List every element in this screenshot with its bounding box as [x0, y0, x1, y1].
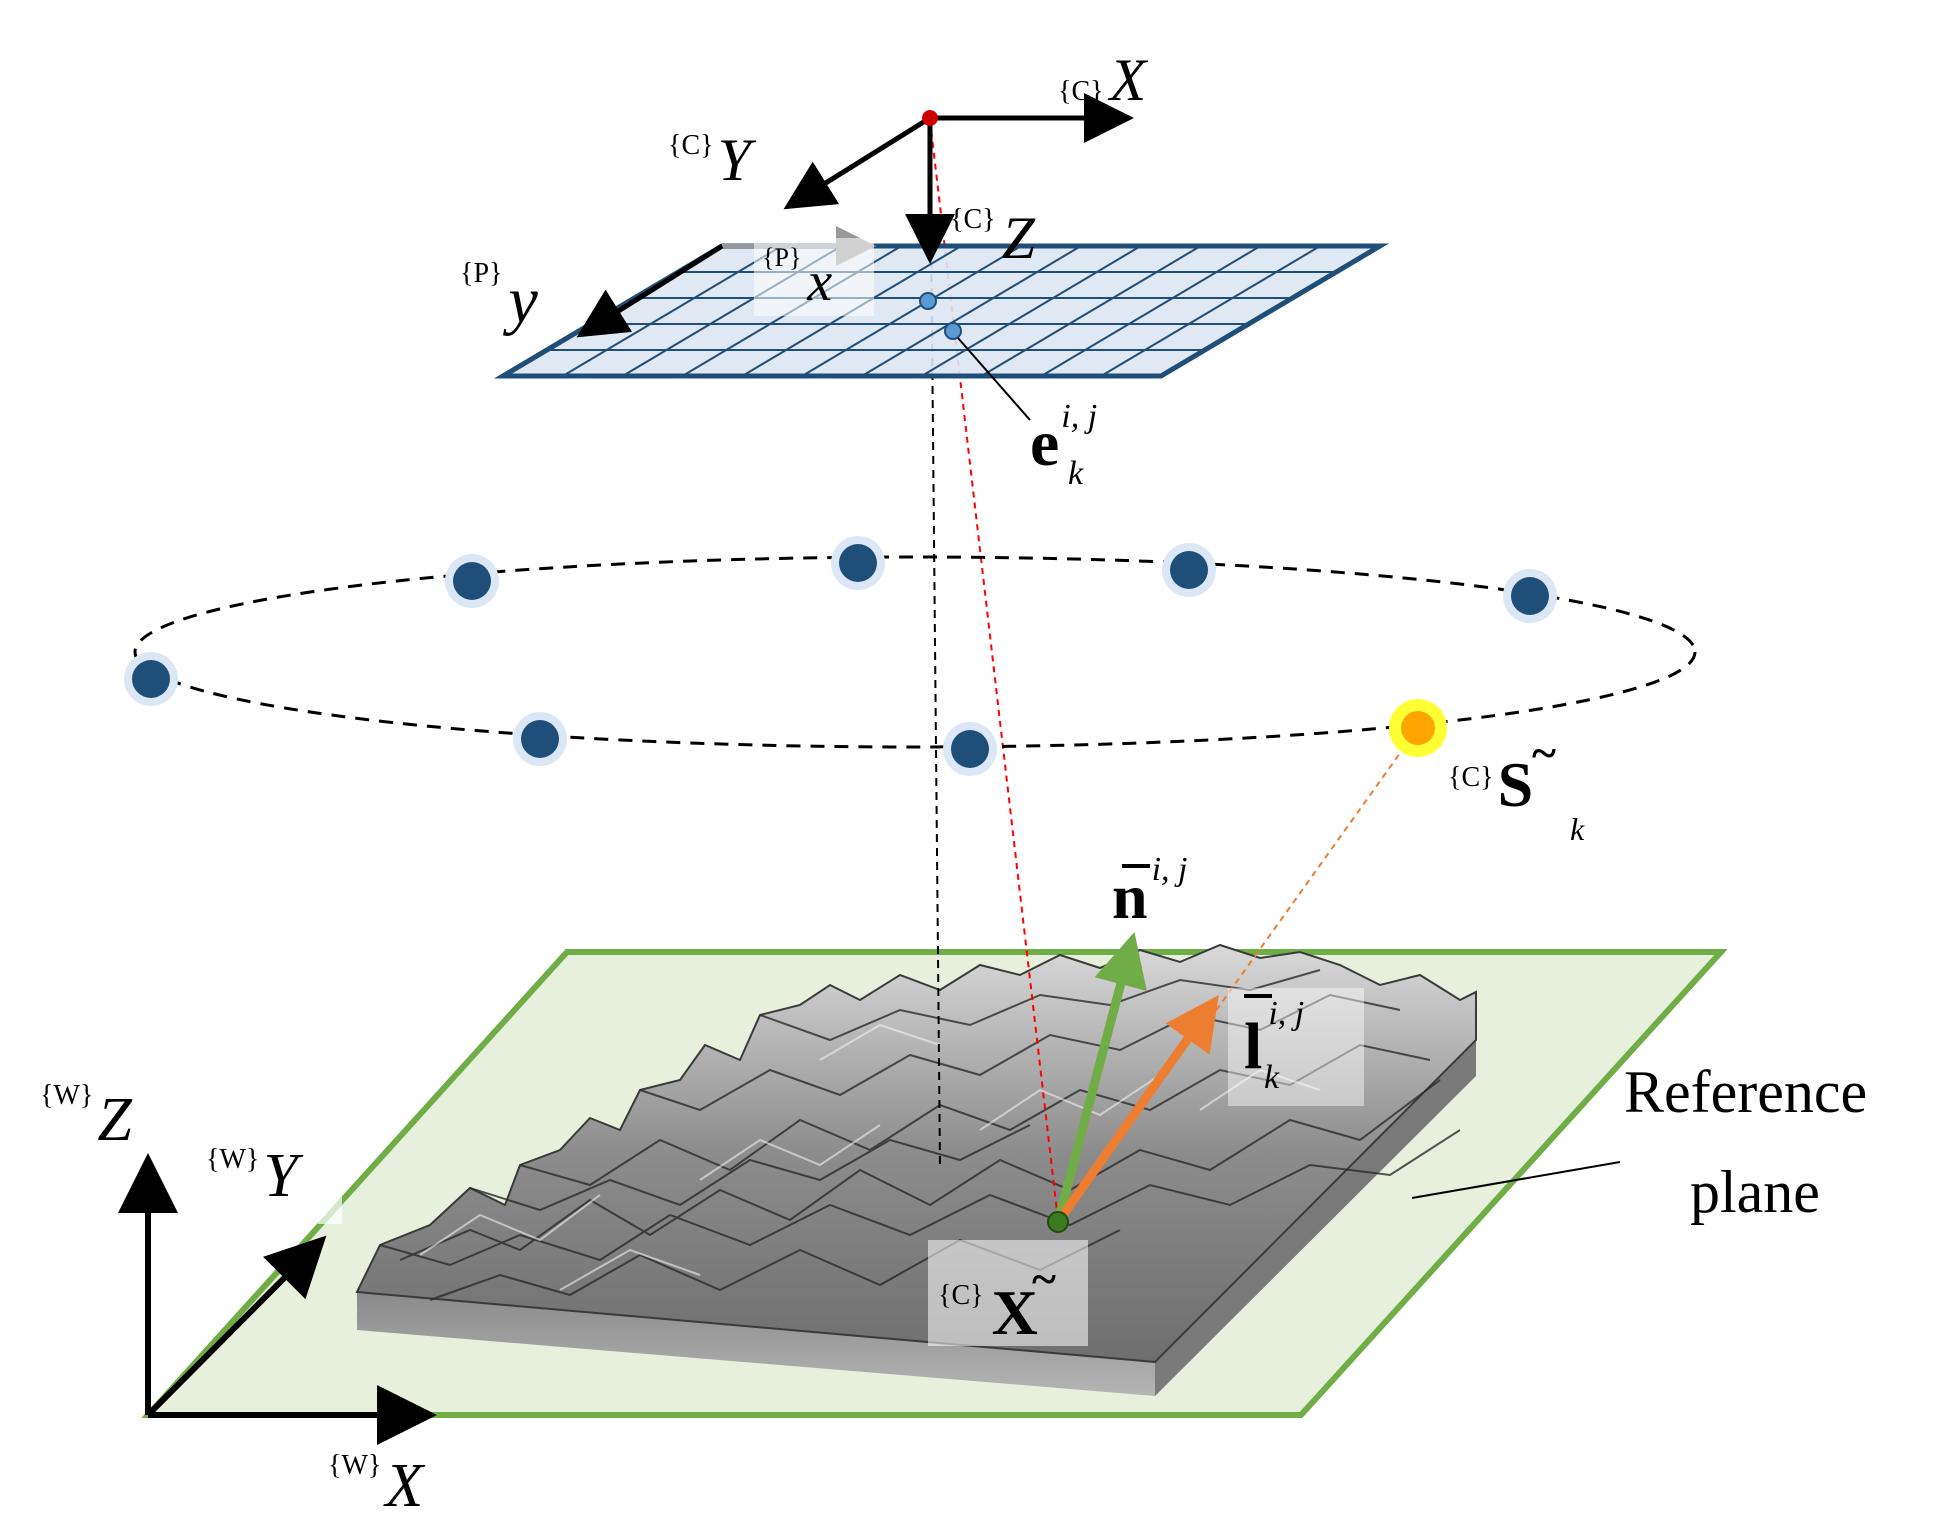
light-source-icon — [943, 722, 997, 776]
image-x-label: {P}x — [762, 243, 832, 313]
light-ring — [133, 555, 1697, 749]
reference-plane-leader — [1411, 1161, 1621, 1199]
image-grid-line — [921, 245, 1142, 377]
image-y-axis — [576, 243, 724, 338]
light-dir-label-sub: k — [1264, 1059, 1280, 1096]
image-grid-line — [562, 245, 783, 377]
camera-origin-icon — [922, 110, 938, 126]
surface-point-label-accent: ~ — [1032, 1253, 1056, 1304]
camera-y-label: {C}Y — [668, 127, 757, 193]
camera-z-label: {C}Z — [950, 204, 1036, 271]
light-source-icon — [513, 712, 567, 766]
principal-point — [919, 292, 937, 310]
camera-x-label: {C}X — [1058, 47, 1149, 113]
light-source-icon — [1503, 569, 1557, 623]
light-label-sub: k — [1570, 811, 1585, 847]
image-grid-line — [801, 245, 1022, 377]
camera-y-axis — [783, 115, 932, 210]
pixel-label: ei, j — [1030, 398, 1097, 480]
image-y-label: {P}y — [460, 258, 538, 337]
surface-point-label: {C}X — [938, 1277, 1038, 1348]
image-plane — [493, 243, 1390, 379]
world-y-axis — [145, 1235, 327, 1418]
camera-ray — [929, 119, 1059, 1221]
reference-plane-label-line1: Reference — [1624, 1059, 1867, 1125]
pixel-point — [944, 322, 962, 340]
light-source-icon — [124, 652, 178, 706]
image-grid-line — [1100, 245, 1321, 377]
light-label-accent: ~ — [1532, 727, 1556, 778]
light-source-icon — [1389, 699, 1447, 757]
world-z-label: {W}Z — [40, 1080, 132, 1154]
pixel-label-sub: k — [1068, 455, 1084, 492]
world-y-label: {W}Y — [206, 1142, 303, 1210]
world-x-label: {W}X — [328, 1450, 425, 1520]
image-grid-line — [981, 245, 1202, 377]
image-grid-line — [1040, 245, 1261, 377]
light-source-icon — [831, 536, 885, 590]
light-direction-vector — [1054, 994, 1219, 1225]
pixel-leader-line — [957, 337, 1031, 421]
light-ray — [1214, 727, 1419, 1013]
normal-vector — [1053, 931, 1147, 1224]
light-source-icon — [445, 554, 499, 608]
light-source-icon — [1162, 543, 1216, 597]
reference-plane-label-line2: plane — [1690, 1159, 1820, 1225]
surface-point — [1047, 1211, 1069, 1233]
image-grid-line — [861, 245, 1082, 377]
light-sources — [124, 536, 1557, 776]
light-label: {C}S — [1448, 749, 1533, 820]
